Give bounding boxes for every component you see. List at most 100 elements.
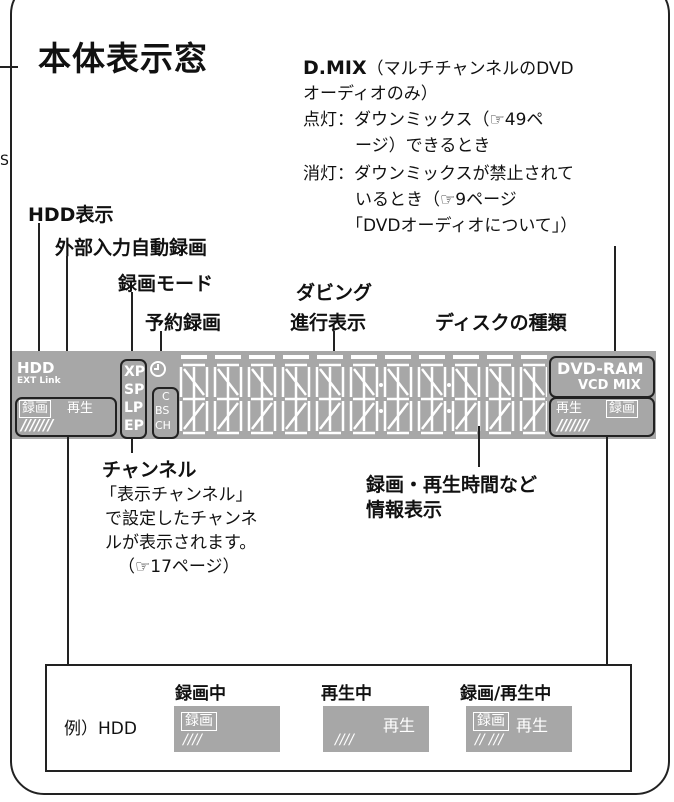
band-ch: CH [155, 419, 171, 432]
colon-dot [447, 383, 451, 387]
label-dubbing-2: 進行表示 [290, 312, 367, 334]
vcd-mix-indicator: VCD MIX [578, 378, 641, 393]
dmix-on-label: 点灯： [303, 110, 354, 130]
example-both-rec-badge: 録画 [473, 712, 509, 731]
page-frame [10, 0, 670, 795]
progress-segment [181, 355, 207, 359]
label-dubbing-1: ダビング [296, 282, 373, 304]
edge-mark: S [0, 153, 9, 169]
rec-indicator: 録画 [19, 400, 52, 418]
colon-dot [379, 383, 383, 387]
right-progress-ticks: /////// [557, 416, 589, 434]
display-panel: HDD EXT Link 録画 再生 /////// XP SP LP EP C… [12, 351, 656, 439]
band-bs: BS [155, 404, 170, 417]
dmix-heading-rest: （マルチチャンネルのDVD [366, 59, 574, 79]
mode-ep: EP [124, 418, 144, 434]
page-title: 本体表示窓 [38, 39, 208, 78]
example-play-title: 再生中 [321, 684, 372, 704]
progress-segment [317, 355, 343, 359]
band-c: C [162, 390, 170, 403]
dmix-heading: D.MIX [303, 57, 367, 79]
example-both-ticks: // /// [475, 732, 504, 748]
colon-dot [447, 409, 451, 413]
mode-lp: LP [124, 400, 144, 416]
progress-segment [351, 355, 377, 359]
hdd-indicator: HDD [17, 359, 55, 377]
label-timer: 予約録画 [145, 312, 222, 334]
play-indicator: 再生 [67, 401, 94, 416]
progress-segment [419, 355, 445, 359]
example-both-title: 録画/再生中 [460, 684, 552, 704]
mode-sp: SP [124, 382, 145, 398]
dmix-off-line2: いるとき（☞9ページ [355, 188, 517, 212]
example-rec-badge: 録画 [181, 712, 217, 731]
progress-segment [521, 355, 547, 359]
dvd-ram-indicator: DVD-RAM [557, 359, 644, 378]
segment-digit [281, 363, 311, 435]
example-play-ticks: //// [335, 732, 354, 748]
progress-segment [249, 355, 275, 359]
example-rec-ticks: //// [183, 732, 202, 748]
example-play-display: 再生 //// [323, 706, 429, 752]
channel-note-1: 「表示チャンネル」 [100, 485, 253, 505]
leader-hdd [38, 223, 40, 353]
leader-dmix [614, 246, 616, 356]
leader-channel [131, 437, 133, 453]
progress-segment [215, 355, 241, 359]
reference-icon: ☞ [440, 190, 456, 210]
label-channel: チャンネル [102, 459, 197, 481]
progress-segment [453, 355, 479, 359]
dmix-off-page: 9ページ [455, 190, 517, 210]
leader-timer [160, 331, 162, 358]
channel-note-4-pre: （ [118, 557, 135, 577]
example-rec-title: 録画中 [175, 684, 226, 704]
right-status-box: 再生 録画 /////// [549, 397, 655, 437]
clock-icon [150, 361, 166, 377]
dmix-on-text: ダウンミックス（ [354, 110, 490, 130]
dmix-off-text: ダウンミックスが禁止されて [354, 164, 574, 184]
disc-type-box: DVD-RAM VCD MIX [549, 356, 655, 398]
label-mode: 録画モード [118, 273, 214, 295]
example-both-play-label: 再生 [516, 716, 549, 735]
segment-digit [213, 363, 243, 435]
leader-time [478, 426, 480, 467]
reference-icon: ☞ [489, 110, 505, 130]
segment-digit [179, 363, 209, 435]
segment-digit [247, 363, 277, 435]
segment-digit [485, 363, 515, 435]
example-both-display: 録画 再生 // /// [466, 706, 572, 752]
dmix-on-page: 49ペ [504, 110, 544, 130]
segment-digit [519, 363, 547, 435]
example-box: 例）HDD 録画中 録画 //// 再生中 再生 //// 録画/再生中 録画 … [45, 664, 632, 772]
segment-digit [417, 363, 447, 435]
dmix-off-label: 消灯： [303, 164, 354, 184]
example-play-label: 再生 [383, 716, 416, 735]
dmix-on-line2: ージ）できるとき [355, 136, 491, 156]
label-hdd: HDD表示 [28, 204, 114, 226]
segment-digit [451, 363, 481, 435]
rec-indicator-right: 録画 [606, 400, 639, 418]
edge-line [0, 66, 18, 68]
leader-example-right [606, 435, 608, 666]
segment-digit [349, 363, 379, 435]
colon-dot [379, 409, 383, 413]
example-prefix: 例）HDD [64, 719, 137, 739]
leader-mode [131, 292, 133, 358]
mode-box: XP SP LP EP [120, 359, 147, 439]
channel-note-4: （☞17ページ） [118, 555, 240, 579]
leader-ext [66, 256, 68, 353]
ext-link-indicator: EXT Link [17, 376, 61, 386]
leader-example-left [67, 435, 69, 666]
progress-segment [487, 355, 513, 359]
play-indicator-right: 再生 [556, 401, 583, 416]
left-status-box: 録画 再生 /////// [15, 397, 117, 437]
example-rec-display: 録画 //// [174, 706, 280, 752]
dmix-off-line3: 「DVDオーディオについて」） [346, 216, 578, 236]
segment-digit [315, 363, 345, 435]
mode-xp: XP [124, 364, 146, 380]
dmix-off-line: 消灯：ダウンミックスが禁止されて [303, 162, 574, 186]
progress-segment [283, 355, 309, 359]
left-progress-ticks: /////// [21, 416, 53, 434]
channel-note-3: ルが表示されます。 [105, 533, 257, 553]
dmix-on-line: 点灯：ダウンミックス（☞49ペ [303, 108, 543, 132]
